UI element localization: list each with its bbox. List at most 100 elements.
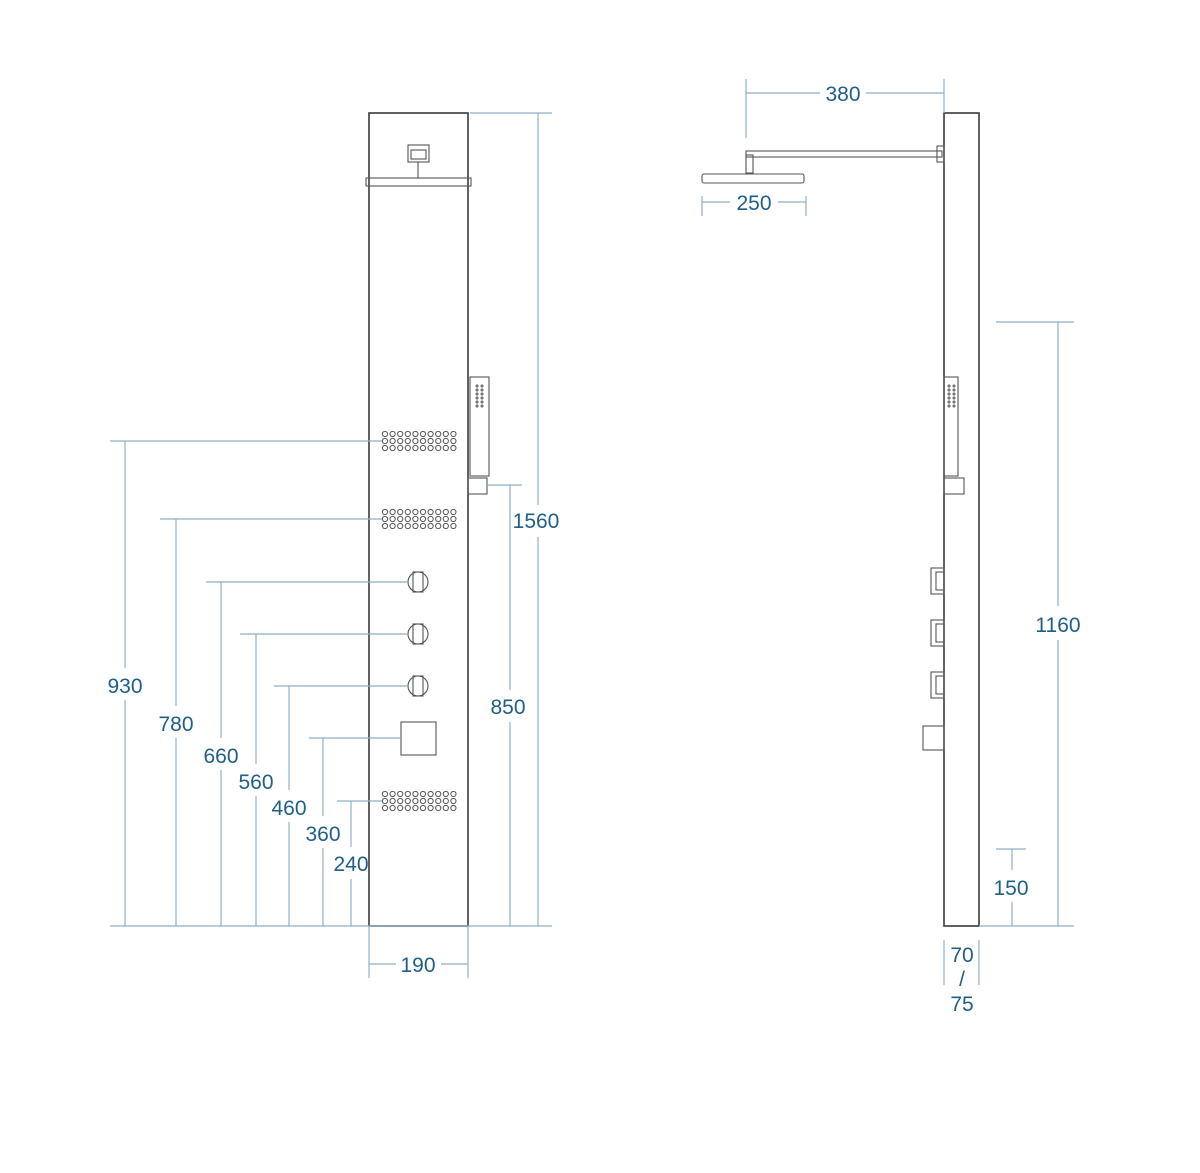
jet-nozzle	[397, 444, 404, 452]
upper-control-knob	[407, 571, 429, 593]
jet-nozzle	[427, 804, 434, 812]
jet-nozzle	[389, 790, 396, 798]
jet-nozzle	[412, 790, 419, 798]
jet-nozzle	[381, 804, 389, 812]
front-hand-shower	[467, 376, 490, 495]
jet-nozzle	[412, 444, 419, 452]
jet-nozzle	[450, 522, 457, 530]
jet-nozzle	[389, 804, 396, 812]
front-view	[365, 112, 490, 927]
hand-shower-nozzle	[947, 392, 951, 396]
jet-nozzle	[450, 790, 457, 798]
middle-body-jets-height-label: 780	[158, 713, 193, 736]
jet-nozzle	[404, 437, 411, 445]
hand-shower-nozzle	[952, 396, 956, 400]
jet-nozzle	[435, 522, 442, 530]
upper-body-jets	[381, 430, 457, 452]
jet-nozzle	[442, 515, 449, 523]
upper-control-knob-height-label: 660	[203, 745, 238, 768]
hand-shower-nozzle	[480, 384, 484, 388]
jet-nozzle	[381, 797, 389, 805]
jet-nozzle	[442, 444, 449, 452]
jet-nozzle	[412, 797, 419, 805]
jet-nozzle	[412, 515, 419, 523]
jet-nozzle	[397, 437, 404, 445]
hand-shower-nozzle	[952, 404, 956, 408]
jet-nozzle	[419, 790, 427, 798]
hand-shower-nozzle	[475, 404, 479, 408]
hand-shower-nozzle	[475, 388, 479, 392]
depth-separator-label: /	[959, 968, 965, 991]
front-dimension-lines	[110, 112, 552, 978]
jet-nozzle	[412, 804, 419, 812]
jet-nozzle	[442, 430, 449, 438]
jet-nozzle	[419, 804, 427, 812]
jet-nozzle	[381, 522, 389, 530]
upper-body-jets-height-label: 930	[107, 675, 142, 698]
jet-nozzle	[419, 430, 427, 438]
lower-body-jets-height-label: 240	[333, 853, 368, 876]
side-shower-arm	[745, 145, 945, 174]
jet-nozzle	[389, 508, 396, 516]
jet-nozzle	[397, 797, 404, 805]
jet-nozzle	[419, 797, 427, 805]
jet-nozzle	[450, 437, 457, 445]
jet-nozzle	[442, 508, 449, 516]
jet-nozzle	[435, 430, 442, 438]
jet-nozzle	[435, 804, 442, 812]
jet-nozzle	[427, 444, 434, 452]
jet-nozzle	[389, 444, 396, 452]
hand-shower-nozzle	[475, 400, 479, 404]
hand-shower-nozzle	[480, 404, 484, 408]
jet-nozzle	[435, 515, 442, 523]
side-mixer-handle	[922, 725, 945, 751]
jet-nozzle	[389, 515, 396, 523]
jet-nozzle	[419, 508, 427, 516]
front-top-shelf	[365, 177, 472, 187]
jet-nozzle	[442, 797, 449, 805]
inlet-height-label: 150	[993, 877, 1028, 900]
jet-nozzle	[427, 515, 434, 523]
middle-body-jets	[381, 508, 457, 530]
hand-shower-nozzle	[480, 400, 484, 404]
shower-head-diameter-label: 250	[736, 192, 771, 215]
jet-nozzle	[450, 515, 457, 523]
jet-nozzle	[381, 430, 389, 438]
total-height-label: 1560	[513, 510, 560, 533]
jet-nozzle	[427, 522, 434, 530]
jet-nozzle	[404, 515, 411, 523]
jet-nozzle	[435, 437, 442, 445]
middle-control-knob-height-label: 560	[238, 771, 273, 794]
jet-nozzle	[412, 522, 419, 530]
jet-nozzle	[404, 804, 411, 812]
jet-nozzle	[427, 790, 434, 798]
jet-nozzle	[412, 430, 419, 438]
jet-nozzle	[381, 444, 389, 452]
jet-nozzle	[404, 444, 411, 452]
side-control-knobs	[930, 567, 945, 699]
jet-nozzle	[397, 515, 404, 523]
middle-control-knob	[407, 623, 429, 645]
front-shower-arm-mount	[407, 144, 430, 178]
jet-nozzle	[419, 515, 427, 523]
hand-shower-nozzle	[947, 404, 951, 408]
hand-shower-nozzle	[952, 392, 956, 396]
jet-nozzle	[450, 508, 457, 516]
jet-nozzle	[442, 804, 449, 812]
jet-nozzle	[412, 508, 419, 516]
hand-shower-nozzle	[480, 392, 484, 396]
mixer-handle	[400, 721, 437, 756]
side-dimension-labels: 380 250 1160 150 70 / 75	[736, 83, 1080, 1016]
hand-shower-nozzle	[947, 396, 951, 400]
jet-nozzle	[404, 508, 411, 516]
jet-nozzle	[397, 790, 404, 798]
jet-nozzle	[404, 430, 411, 438]
jet-nozzle	[381, 790, 389, 798]
jet-nozzle	[435, 444, 442, 452]
lower-control-knob	[407, 675, 429, 697]
jet-nozzle	[450, 804, 457, 812]
jet-nozzle	[450, 444, 457, 452]
jet-nozzle	[419, 444, 427, 452]
front-dimension-labels: 1560 850 930 780 660 560 460 360 240 190	[107, 510, 559, 977]
